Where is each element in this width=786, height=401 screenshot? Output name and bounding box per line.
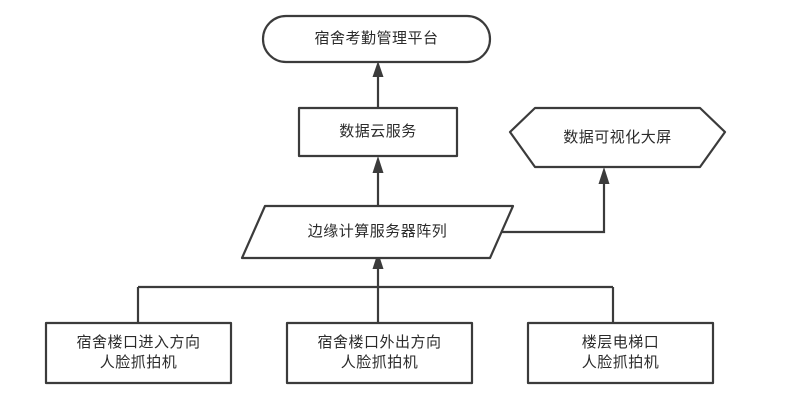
edge-cameras-to-array	[372, 252, 384, 287]
node-camera-exit[interactable]	[285, 321, 474, 385]
arrow-head-up-screen	[598, 167, 610, 184]
arrow-head-up-cloud	[372, 156, 384, 173]
camera-bus-line	[136, 285, 615, 323]
edge-array-to-screen	[498, 167, 610, 234]
arrow-head-up-platform	[372, 61, 384, 77]
node-edge-server-array[interactable]	[240, 204, 515, 260]
node-visualization-screen[interactable]	[508, 106, 727, 169]
edge-cloud-to-platform	[372, 61, 384, 108]
arrow-head-up-array	[372, 252, 384, 269]
node-camera-elevator[interactable]	[526, 321, 715, 385]
node-camera-entry[interactable]	[44, 321, 233, 385]
node-platform[interactable]	[261, 14, 492, 64]
edge-array-to-cloud	[372, 156, 384, 206]
node-cloud-service[interactable]	[297, 106, 459, 158]
